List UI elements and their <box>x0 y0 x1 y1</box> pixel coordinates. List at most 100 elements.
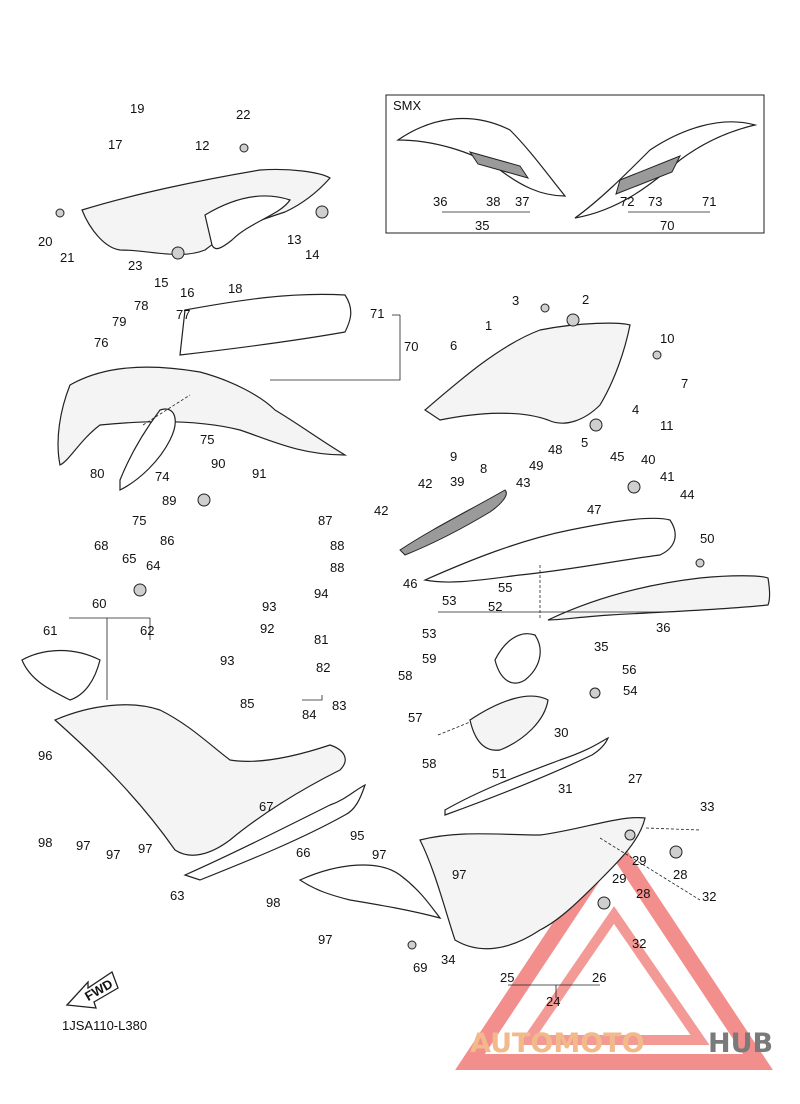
callout-55: 55 <box>498 580 512 595</box>
callout-83: 83 <box>332 698 346 713</box>
callout-93b: 93 <box>220 653 234 668</box>
callout-16: 16 <box>180 285 194 300</box>
callout-97e: 97 <box>452 867 466 882</box>
callout-35a: 35 <box>475 218 489 233</box>
callout-61: 61 <box>43 623 57 638</box>
callout-29b: 29 <box>612 871 626 886</box>
callout-75b: 75 <box>132 513 146 528</box>
callout-8: 8 <box>480 461 487 476</box>
callout-97c: 97 <box>138 841 152 856</box>
callout-65: 65 <box>122 551 136 566</box>
callout-33: 33 <box>700 799 714 814</box>
screw-icon <box>55 208 65 218</box>
callout-19: 19 <box>130 101 144 116</box>
callout-58a: 58 <box>398 668 412 683</box>
callout-90: 90 <box>211 456 225 471</box>
smx-inset-frame <box>385 94 765 234</box>
callout-43: 43 <box>516 475 530 490</box>
callout-24: 24 <box>546 994 560 1009</box>
callout-29a: 29 <box>632 853 646 868</box>
callout-10: 10 <box>660 331 674 346</box>
air-duct <box>469 633 549 751</box>
left-front-cowl <box>57 293 352 491</box>
callout-44: 44 <box>680 487 694 502</box>
callout-17: 17 <box>108 137 122 152</box>
callout-36a: 36 <box>433 194 447 209</box>
fwd-arrow: FWD <box>65 971 119 1009</box>
callout-50: 50 <box>700 531 714 546</box>
smx-inset: SMX <box>385 94 765 234</box>
callout-5: 5 <box>581 435 588 450</box>
screw-icon <box>407 940 417 950</box>
smx-decal-right-stripe <box>615 155 682 195</box>
grommet-icon <box>315 205 329 219</box>
callout-81: 81 <box>314 632 328 647</box>
callout-41: 41 <box>660 469 674 484</box>
callout-85: 85 <box>240 696 254 711</box>
callout-95: 95 <box>350 828 364 843</box>
lower-right-cowl <box>298 736 646 950</box>
callout-48: 48 <box>548 442 562 457</box>
callout-34: 34 <box>441 952 455 967</box>
callout-63: 63 <box>170 888 184 903</box>
callout-62: 62 <box>140 623 154 638</box>
screw-icon <box>540 303 550 313</box>
callout-37: 37 <box>515 194 529 209</box>
grommet-icon <box>624 829 636 841</box>
callout-53a: 53 <box>442 593 456 608</box>
fwd-arrow-icon <box>65 971 119 1009</box>
callout-12: 12 <box>195 138 209 153</box>
callout-13: 13 <box>287 232 301 247</box>
callout-71a: 71 <box>370 306 384 321</box>
callout-1: 1 <box>485 318 492 333</box>
grommet-icon <box>669 845 683 859</box>
watermark-triangle-inner <box>518 906 710 1045</box>
callout-30: 30 <box>554 725 568 740</box>
callout-36b: 36 <box>656 620 670 635</box>
callout-40: 40 <box>641 452 655 467</box>
callout-32b: 32 <box>632 936 646 951</box>
upper-side-cover <box>81 168 331 256</box>
callout-2: 2 <box>582 292 589 307</box>
callout-70b: 70 <box>660 218 674 233</box>
callout-35b: 35 <box>594 639 608 654</box>
callout-56: 56 <box>622 662 636 677</box>
callout-11: 11 <box>660 418 674 433</box>
callout-18: 18 <box>228 281 242 296</box>
callout-92: 92 <box>260 621 274 636</box>
callout-9: 9 <box>450 449 457 464</box>
callout-47: 47 <box>587 502 601 517</box>
callout-98b: 98 <box>266 895 280 910</box>
callout-88b: 88 <box>330 560 344 575</box>
diagram-code: 1JSA110-L380 <box>62 1018 147 1033</box>
callout-70a: 70 <box>404 339 418 354</box>
smx-decal-left-stripe <box>468 151 530 179</box>
callout-39: 39 <box>450 474 464 489</box>
grommet-icon <box>597 896 611 910</box>
callout-67: 67 <box>259 799 273 814</box>
callout-79: 79 <box>112 314 126 329</box>
callout-86: 86 <box>160 533 174 548</box>
callout-20: 20 <box>38 234 52 249</box>
callout-77: 77 <box>176 307 190 322</box>
callout-89: 89 <box>162 493 176 508</box>
callout-38: 38 <box>486 194 500 209</box>
callout-57: 57 <box>408 710 422 725</box>
callout-71b: 71 <box>702 194 716 209</box>
callout-87: 87 <box>318 513 332 528</box>
callout-98a: 98 <box>38 835 52 850</box>
callout-7: 7 <box>681 376 688 391</box>
callout-53b: 53 <box>422 626 436 641</box>
callout-28b: 28 <box>636 886 650 901</box>
callout-97f: 97 <box>318 932 332 947</box>
grommet-icon <box>197 493 211 507</box>
callout-60: 60 <box>92 596 106 611</box>
callout-51: 51 <box>492 766 506 781</box>
callout-26: 26 <box>592 970 606 985</box>
callout-78: 78 <box>134 298 148 313</box>
callout-21: 21 <box>60 250 74 265</box>
callout-88a: 88 <box>330 538 344 553</box>
screw-icon <box>652 350 662 360</box>
grommet-icon <box>133 583 147 597</box>
